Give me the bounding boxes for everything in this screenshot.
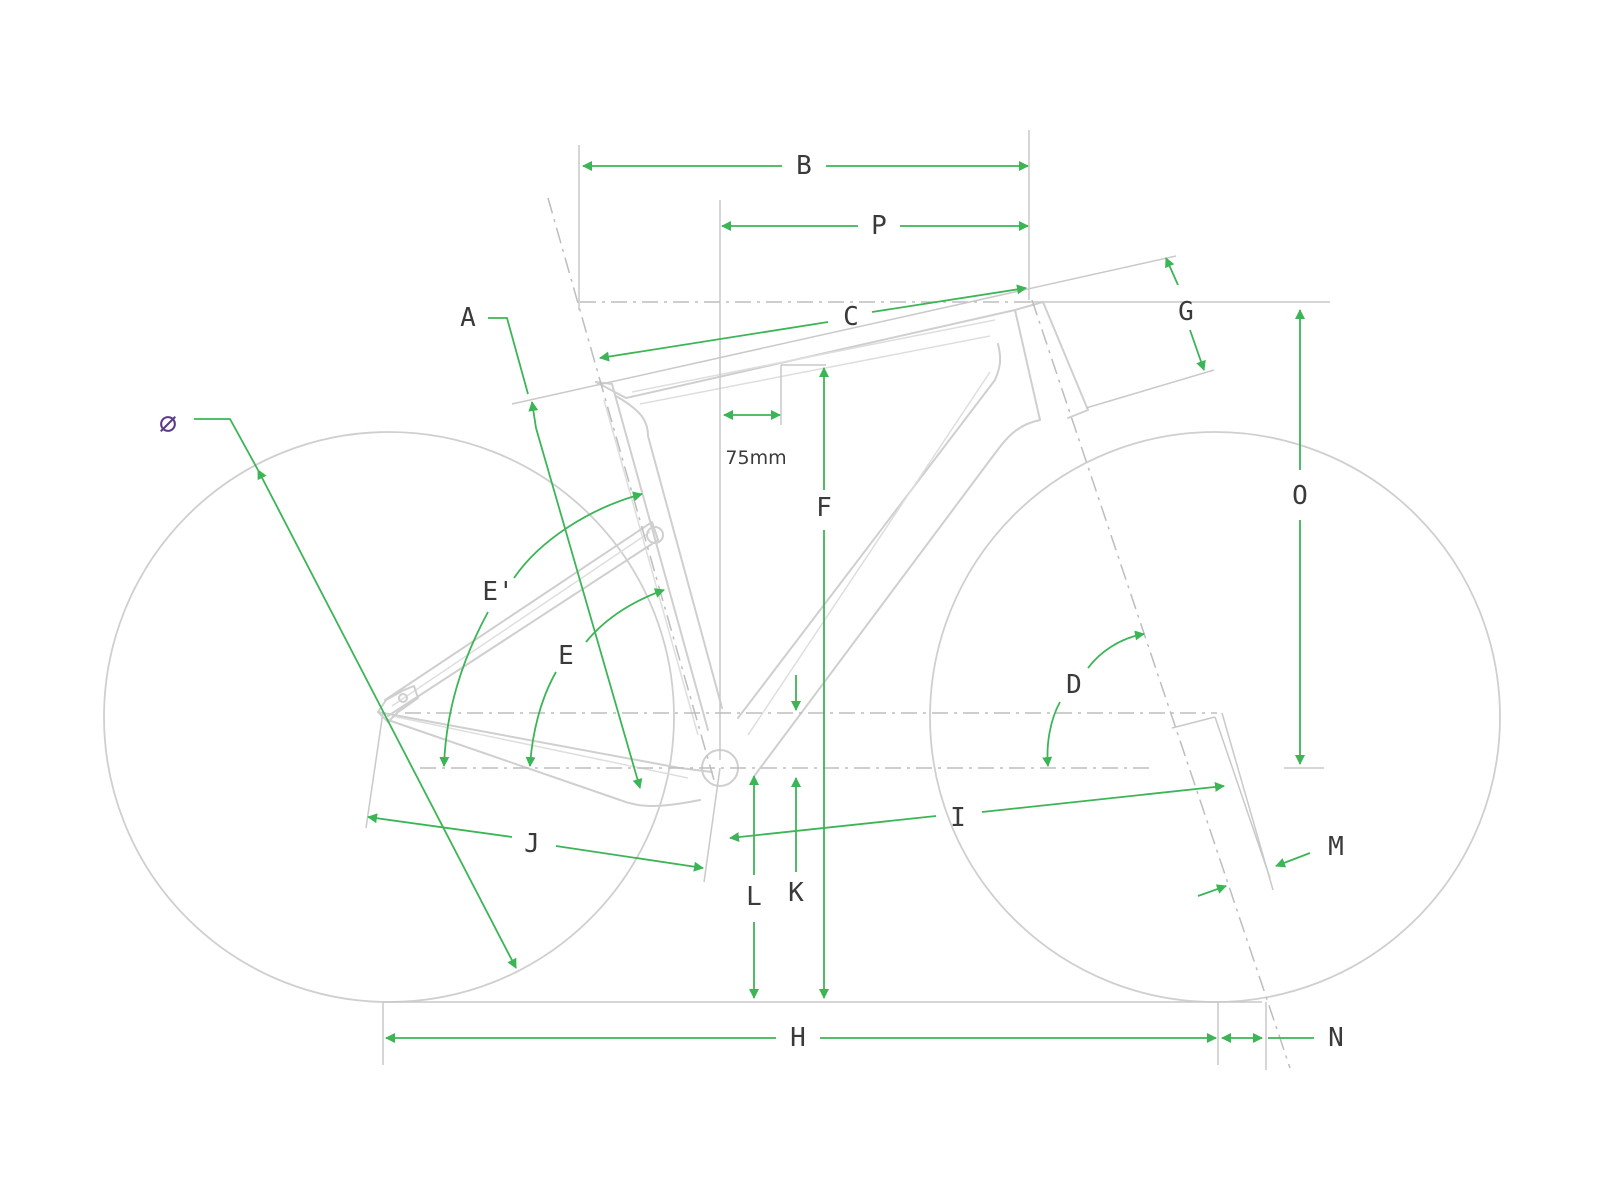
- label-c: C: [843, 302, 859, 332]
- rear-wheel: [103, 431, 675, 1003]
- label-l: L: [746, 882, 762, 912]
- label-p: P: [871, 211, 887, 241]
- label-i: I: [950, 803, 966, 833]
- label-wheel-diameter: ⌀: [159, 405, 177, 440]
- label-b: B: [796, 151, 812, 181]
- label-h: H: [790, 1023, 806, 1053]
- label-j: J: [524, 829, 540, 859]
- label-k: K: [788, 878, 804, 908]
- label-n: N: [1328, 1023, 1344, 1053]
- label-a: A: [460, 303, 476, 333]
- label-f: F: [816, 493, 832, 523]
- label-e-prime: E': [482, 577, 513, 607]
- reference-lines: [365, 130, 1330, 1070]
- label-g: G: [1178, 297, 1194, 327]
- dimension-arrows: [194, 161, 1314, 1043]
- label-75mm: 75mm: [725, 447, 786, 469]
- dimension-labels: B P C A G O F 75mm ⌀ E' E D I J K L M H …: [159, 151, 1344, 1053]
- label-d: D: [1066, 670, 1082, 700]
- label-m: M: [1328, 832, 1344, 862]
- label-o: O: [1292, 481, 1308, 511]
- label-e: E: [558, 641, 574, 671]
